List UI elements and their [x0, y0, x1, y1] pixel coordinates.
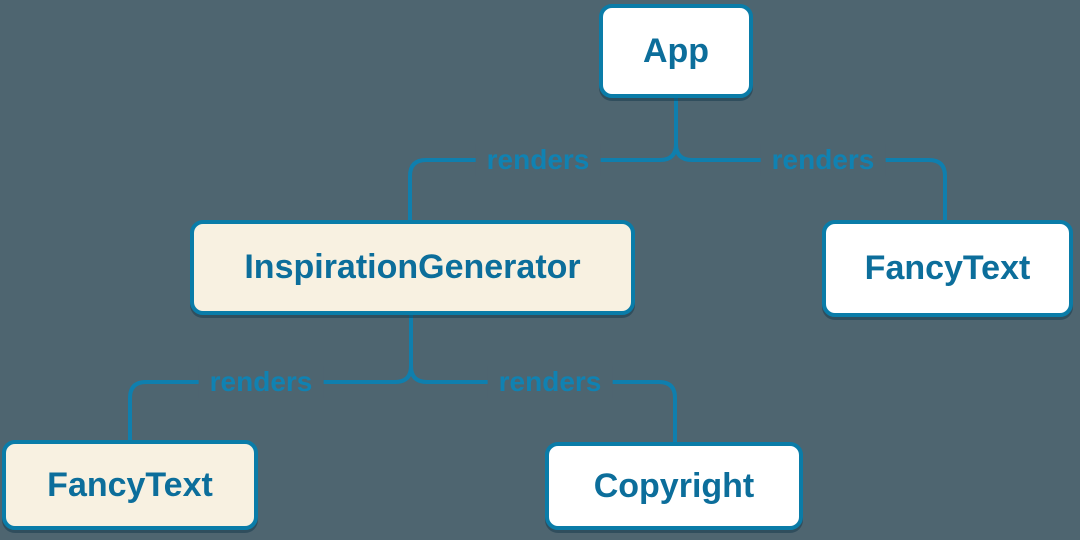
- node-app: App: [599, 4, 753, 98]
- node-copyright: Copyright: [545, 442, 803, 530]
- node-fancy-text-top: FancyText: [822, 220, 1073, 317]
- edge-label-inspirationgenerator-fancytext: renders: [198, 366, 324, 398]
- node-fancy-text-top-label: FancyText: [864, 249, 1031, 287]
- edge-label-app-fancytext: renders: [760, 144, 886, 176]
- node-inspiration-generator: InspirationGenerator: [190, 220, 635, 315]
- node-fancy-text-bottom: FancyText: [2, 440, 258, 530]
- edge-label-app-inspirationgenerator: renders: [475, 144, 601, 176]
- node-copyright-label: Copyright: [593, 466, 755, 505]
- node-app-label: App: [642, 31, 710, 70]
- node-inspiration-generator-label: InspirationGenerator: [244, 248, 581, 286]
- edge-label-inspirationgenerator-copyright: renders: [487, 366, 613, 398]
- node-fancy-text-bottom-label: FancyText: [47, 465, 213, 504]
